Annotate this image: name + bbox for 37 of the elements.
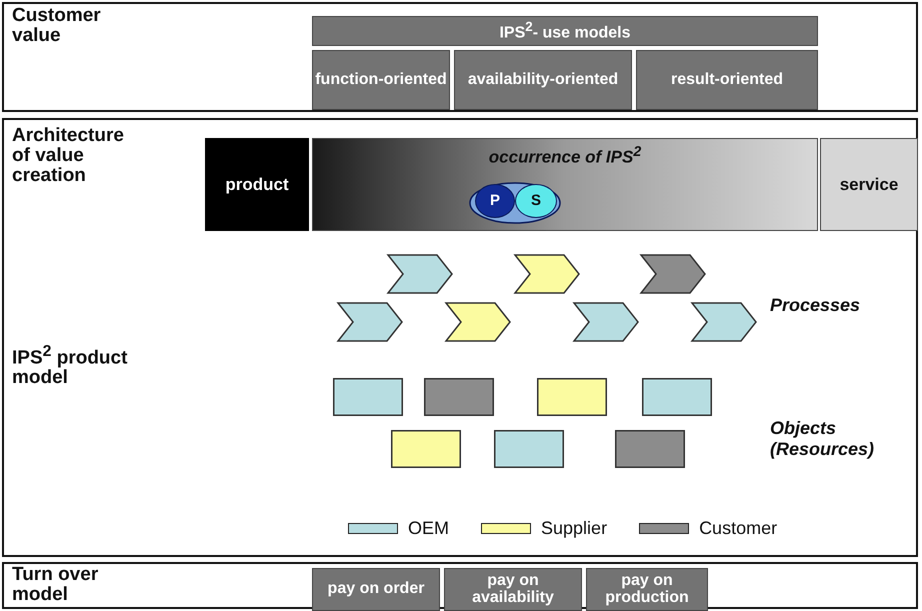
model-box: pay on order: [312, 568, 440, 611]
band-panel: [2, 118, 918, 557]
model-box: result-oriented: [636, 50, 818, 110]
row-label: Objects (Resources): [770, 418, 876, 460]
legend-text: Supplier: [541, 518, 608, 539]
band-panel: [2, 562, 918, 609]
object-box: [615, 430, 685, 468]
model-box: pay on availability: [444, 568, 582, 611]
service-box: service: [820, 138, 918, 231]
band-heading: Architecture of value creation: [12, 126, 125, 186]
product-box: product: [205, 138, 309, 231]
process-step: [640, 254, 706, 294]
band-heading: Turn over model: [12, 565, 100, 605]
process-step: [691, 302, 757, 342]
object-box: [494, 430, 564, 468]
model-box: function-oriented: [312, 50, 450, 110]
object-box: [424, 378, 494, 416]
process-step: [337, 302, 403, 342]
model-box: IPS$^{2}$- use models: [312, 16, 818, 46]
occurrence-box: [312, 138, 818, 231]
row-label: Processes: [770, 295, 862, 316]
band-heading: IPS$^{2}$ product model: [12, 342, 128, 388]
object-box: [333, 378, 403, 416]
process-step: [573, 302, 639, 342]
process-step: [445, 302, 511, 342]
process-step: [514, 254, 580, 294]
model-box: availability-oriented: [454, 50, 632, 110]
band-panel: [2, 2, 918, 112]
process-step: [387, 254, 453, 294]
legend-text: OEM: [408, 518, 450, 539]
legend-text: Customer: [699, 518, 778, 539]
model-box: pay on production: [586, 568, 708, 611]
object-box: [391, 430, 461, 468]
box-title: occurrence of IPS$^{2}$: [488, 145, 642, 166]
object-box: [642, 378, 712, 416]
band-heading: Customer value: [12, 6, 102, 46]
object-box: [537, 378, 607, 416]
